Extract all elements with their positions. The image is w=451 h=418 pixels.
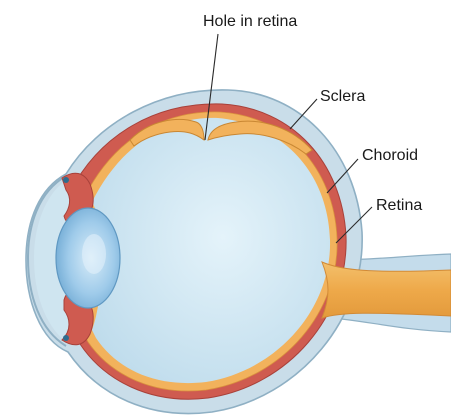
retina-label: Retina <box>376 197 422 214</box>
choroid-label: Choroid <box>362 147 418 164</box>
hole-in-retina-label: Hole in retina <box>203 13 297 30</box>
sclera-label: Sclera <box>320 88 365 105</box>
iris-accent-upper <box>63 177 69 183</box>
iris-accent-lower <box>63 335 69 341</box>
lens-highlight <box>82 234 106 274</box>
